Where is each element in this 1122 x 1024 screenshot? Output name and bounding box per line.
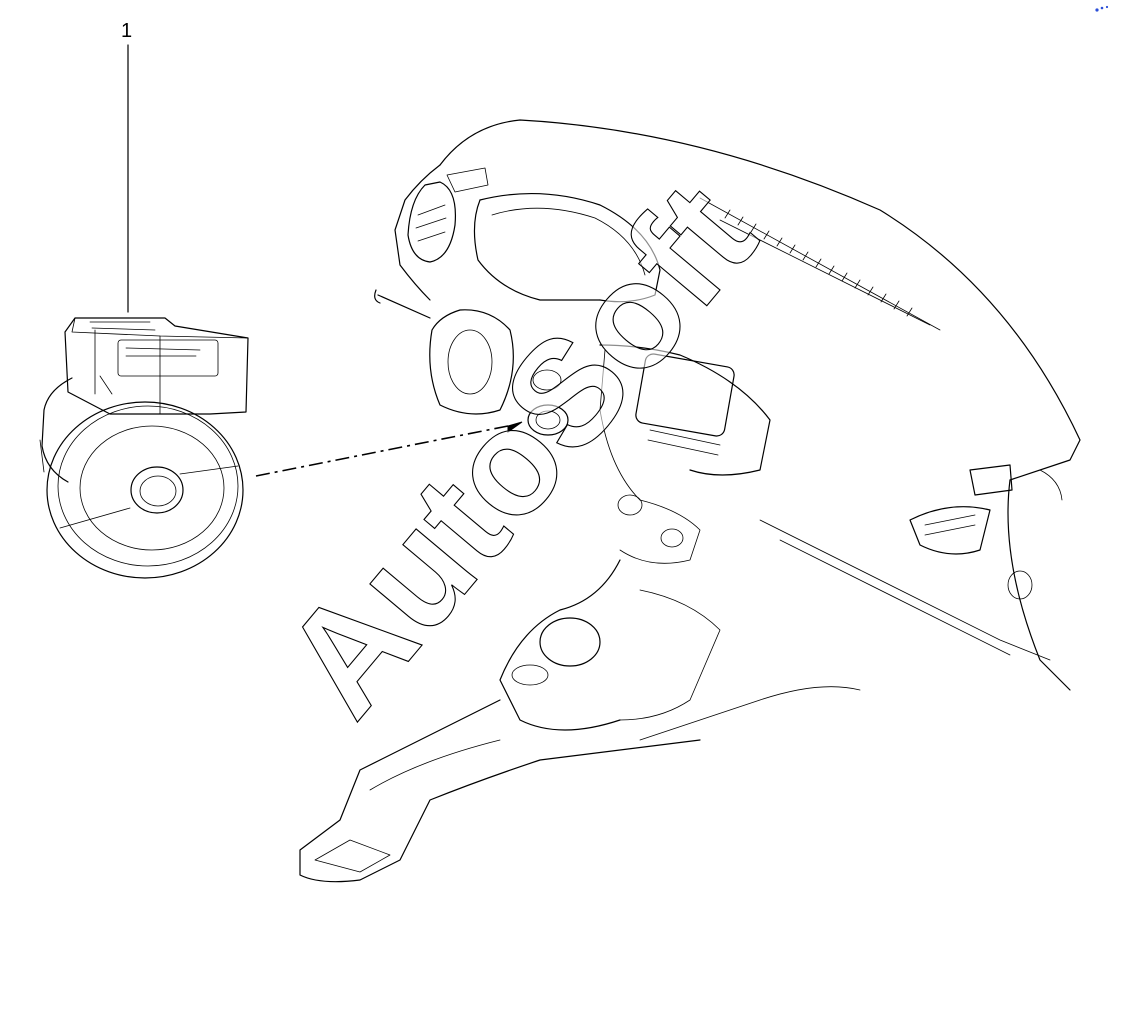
dashboard-outline <box>299 119 1081 883</box>
callout-label-1: 1 <box>121 20 133 42</box>
ignition-switch-icon <box>39 317 249 579</box>
assembly-arrow <box>255 421 523 477</box>
corner-mark-icon <box>1095 5 1109 12</box>
watermark-text: AutoSoft <box>251 153 787 746</box>
